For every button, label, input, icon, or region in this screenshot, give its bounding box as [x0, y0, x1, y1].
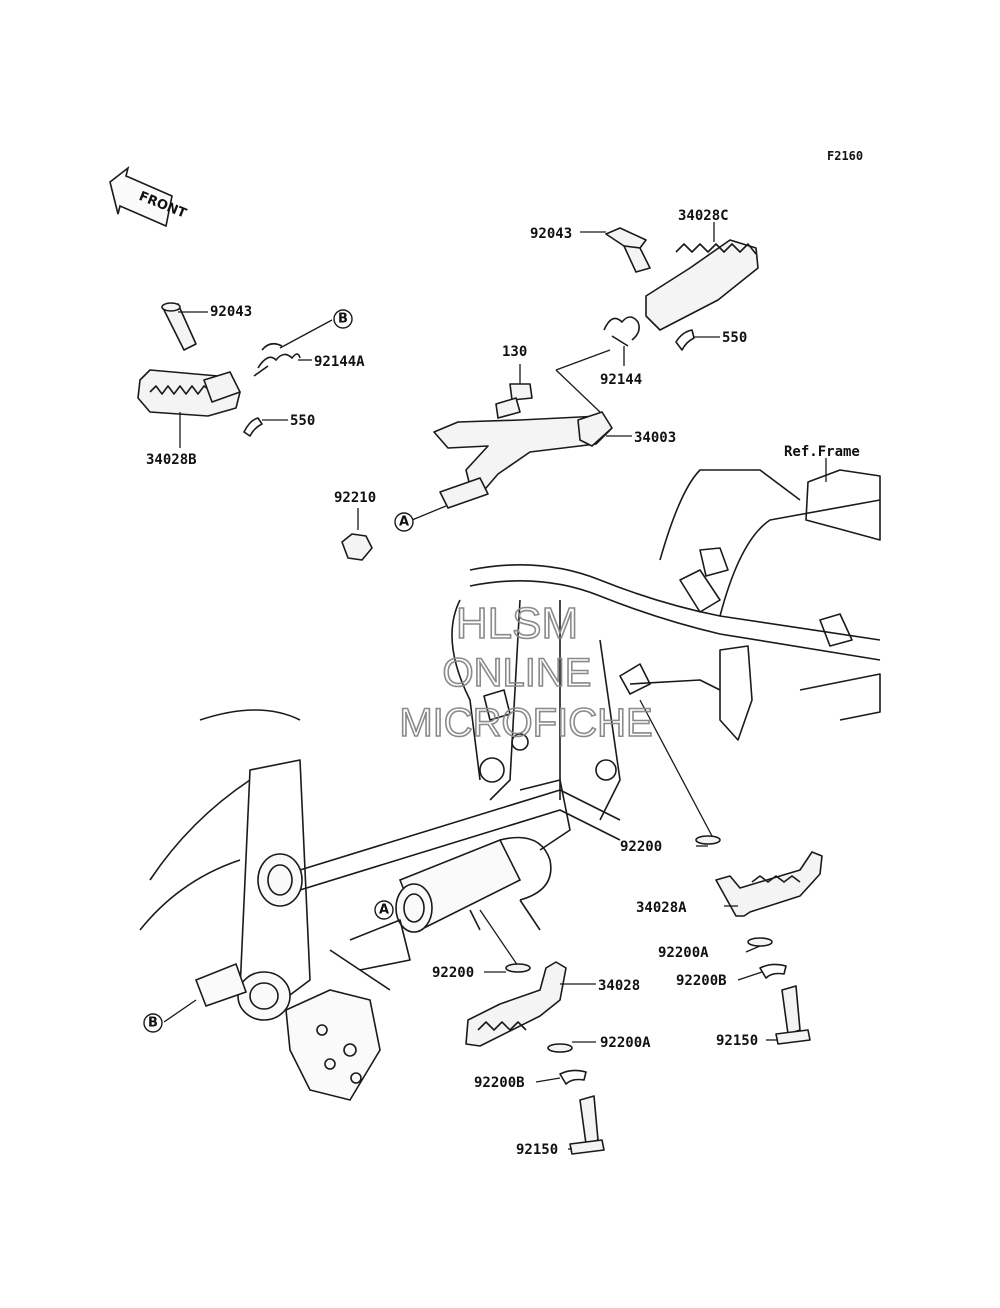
part-label-92200a-right: 92200A	[658, 945, 709, 961]
part-label-550-right: 550	[722, 330, 747, 346]
callout-a-bottom: A	[374, 900, 394, 920]
ref-frame-label: Ref.Frame	[784, 444, 860, 460]
part-label-92200-right: 92200	[620, 839, 662, 855]
part-label-34028: 34028	[598, 978, 640, 994]
part-label-92043-right: 92043	[530, 226, 572, 242]
part-label-34003: 34003	[634, 430, 676, 446]
figure-code: F2160	[827, 149, 863, 163]
callout-a-top-text: A	[399, 515, 409, 530]
callout-b-bottom-text: B	[148, 1016, 158, 1031]
watermark-line-3: MICROFICHE	[399, 701, 652, 745]
left-footpeg-assembly	[137, 302, 333, 448]
part-label-92144: 92144	[600, 372, 642, 388]
part-label-34028c: 34028C	[678, 208, 729, 224]
footpeg-34028-assembly	[465, 909, 605, 1155]
watermark-line-1: HLSM	[456, 599, 578, 648]
part-label-550-left: 550	[290, 413, 315, 429]
callout-b-bottom: B	[143, 1013, 163, 1033]
watermark-line-2: ONLINE	[443, 651, 592, 695]
part-label-92043-left: 92043	[210, 304, 252, 320]
part-label-130: 130	[502, 344, 527, 360]
part-label-92150-right: 92150	[716, 1033, 758, 1049]
frame-line-art	[139, 458, 881, 1101]
callout-a-bottom-text: A	[379, 903, 389, 918]
right-footpeg-assembly	[555, 222, 759, 413]
part-label-92200b-right: 92200B	[676, 973, 727, 989]
shift-arm-assembly	[341, 364, 632, 561]
callout-b-top: B	[333, 309, 353, 329]
part-label-92200b-left: 92200B	[474, 1075, 525, 1091]
part-label-92144a: 92144A	[314, 354, 365, 370]
watermark: HLSM ONLINE MICROFICHE	[399, 598, 654, 746]
footpeg-34028a-assembly	[639, 699, 823, 1045]
part-label-92200-left: 92200	[432, 965, 474, 981]
part-label-34028a: 34028A	[636, 900, 687, 916]
callout-b-top-text: B	[338, 312, 348, 327]
callout-a-top: A	[394, 512, 414, 532]
front-arrow-icon: FRONT	[109, 165, 188, 228]
part-label-92200a-left: 92200A	[600, 1035, 651, 1051]
part-label-34028b: 34028B	[146, 452, 197, 468]
part-label-92150-left: 92150	[516, 1142, 558, 1158]
part-label-92210: 92210	[334, 490, 376, 506]
